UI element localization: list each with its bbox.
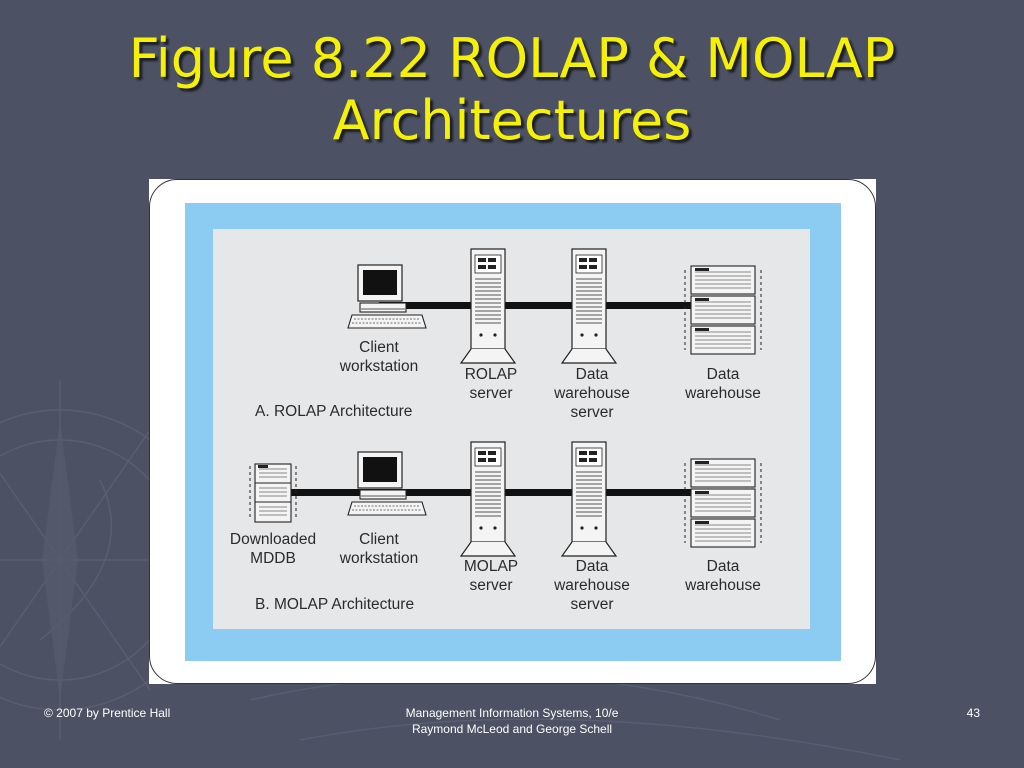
molap-server-icon xyxy=(460,441,516,557)
rolap-dw-label: Data warehouse xyxy=(685,366,761,402)
rolap-client-label: Client workstation xyxy=(339,339,419,375)
slide-title: Figure 8.22 ROLAP & MOLAP Architectures xyxy=(100,28,924,152)
footer-book-line2: Raymond McLeod and George Schell xyxy=(411,722,613,736)
molap-caption: B. MOLAP Architecture xyxy=(255,596,415,613)
mddb-label: Downloaded MDDB xyxy=(229,531,317,567)
architecture-diagram xyxy=(249,248,762,557)
downloaded-mddb-icon xyxy=(249,463,297,523)
footer-book-line1: Management Information Systems, 10/e xyxy=(405,706,619,720)
rolap-dw-server-label: Data warehouse server xyxy=(554,366,630,421)
molap-server-label: MOLAP server xyxy=(463,558,519,594)
molap-dw-label: Data warehouse xyxy=(685,558,761,594)
slide-number: 43 xyxy=(966,706,980,720)
molap-client-label: Client workstation xyxy=(339,531,419,567)
rolap-server-label: ROLAP server xyxy=(464,366,518,402)
molap-data-warehouse-server-icon xyxy=(561,441,617,557)
footer-book-info: Management Information Systems, 10/e Ray… xyxy=(352,705,672,737)
rolap-row xyxy=(347,248,762,364)
molap-data-warehouse-icon xyxy=(684,458,762,548)
molap-client-workstation-icon xyxy=(347,451,427,516)
figure-frame: Client workstation ROLAP server Data war… xyxy=(149,179,876,684)
footer-copyright: © 2007 by Prentice Hall xyxy=(44,706,171,720)
rolap-data-warehouse-icon xyxy=(684,265,762,355)
molap-dw-server-label: Data warehouse server xyxy=(554,558,630,613)
rolap-client-workstation-icon xyxy=(347,264,427,329)
rolap-network-line xyxy=(379,302,749,309)
slide-title-line1: Figure 8.22 ROLAP & MOLAP xyxy=(128,27,896,90)
molap-network-line xyxy=(277,489,749,496)
rolap-caption: A. ROLAP Architecture xyxy=(255,403,413,420)
molap-row xyxy=(249,441,762,557)
slide-title-line2: Architectures xyxy=(332,89,692,152)
